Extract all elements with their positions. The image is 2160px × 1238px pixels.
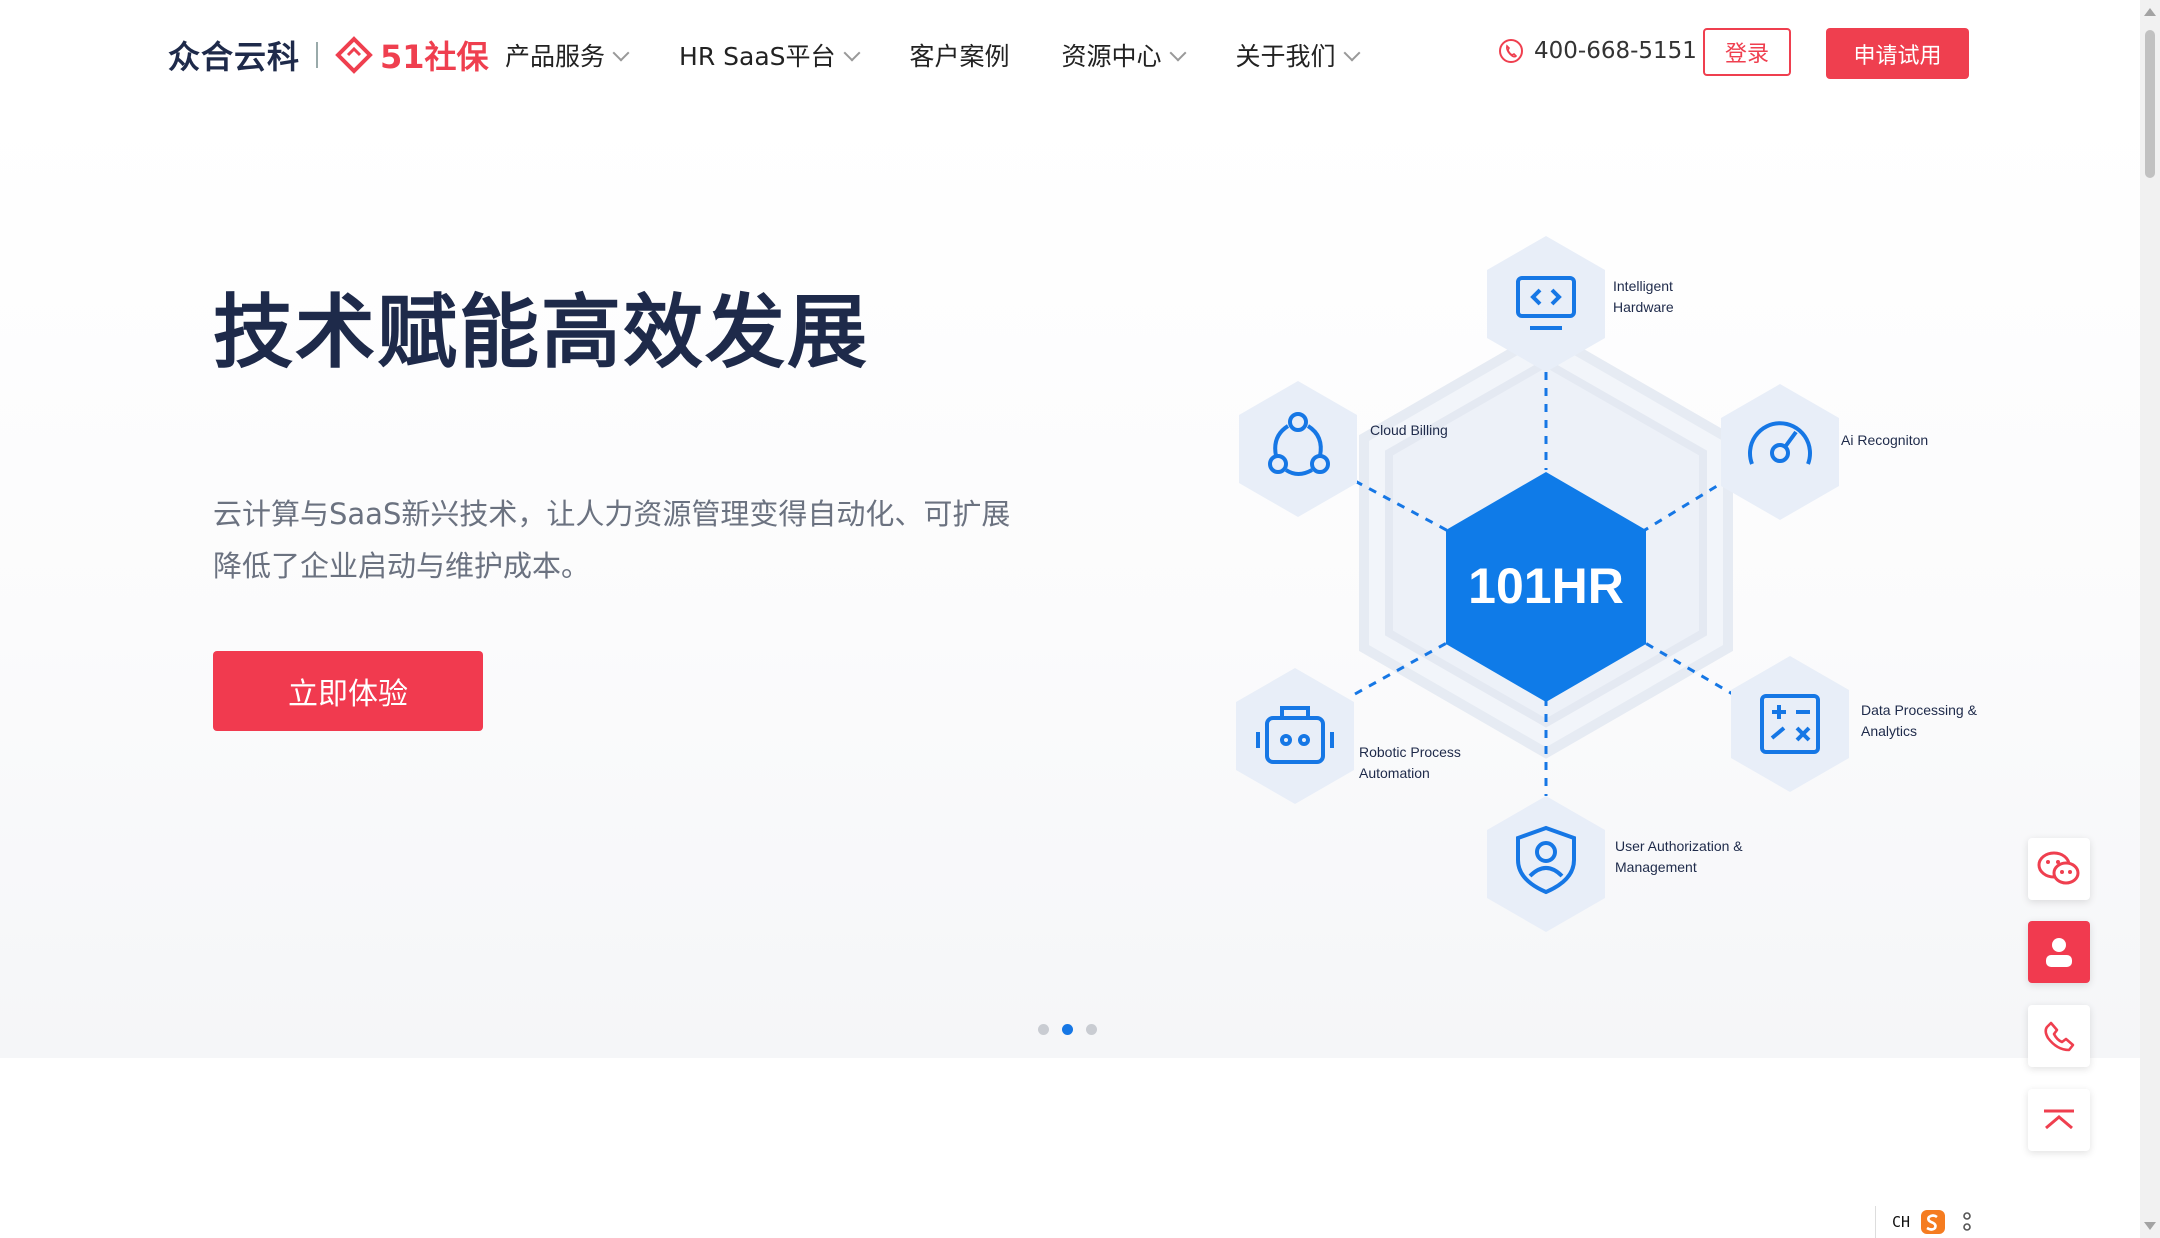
nav-label: HR SaaS平台 [679,42,836,71]
scroll-down-arrow[interactable] [2144,1222,2156,1230]
chevron-down-icon [1169,44,1187,62]
label-robotic: Robotic Process Automation [1359,744,1461,781]
gauge-icon [1748,421,1812,465]
nav-item-cases[interactable]: 客户案例 [910,37,1010,73]
nav-item-products[interactable]: 产品服务 [505,37,630,73]
nav-item-hr-saas[interactable]: HR SaaS平台 [679,37,861,73]
sogou-s-icon [1921,1210,1946,1234]
try-now-button[interactable]: 立即体验 [213,651,483,731]
node-hardware [1487,236,1605,372]
logo-divider [316,42,319,68]
nav-item-about[interactable]: 关于我们 [1235,37,1361,73]
carousel-dot[interactable] [1086,1024,1097,1035]
cloud-share-icon [1268,412,1330,476]
nav-label: 关于我们 [1235,42,1336,71]
carousel-dot-active[interactable] [1062,1024,1073,1035]
label-ai: Ai Recogniton [1841,432,1929,448]
ime-toolbar[interactable]: CH [1875,1206,1984,1238]
scroll-up-arrow[interactable] [2144,8,2156,16]
back-to-top-button[interactable] [2028,1089,2090,1151]
user-service-button[interactable] [2028,921,2090,983]
phone-icon [2044,1021,2075,1052]
diagram-graphic: 101HR [1236,236,1849,932]
scroll-thumb[interactable] [2145,30,2155,178]
user-icon [2046,938,2072,967]
label-data: Data Processing & Analytics [1861,702,1977,739]
wechat-button[interactable] [2028,838,2090,900]
label-billing: Cloud Billing [1370,422,1448,438]
hero-title: 技术赋能高效发展 [213,286,869,379]
node-billing [1239,381,1357,517]
hero-subtitle-line1: 云计算与SaaS新兴技术，让人力资源管理变得自动化、可扩展 [213,497,1011,531]
carousel-dot[interactable] [1038,1024,1049,1035]
chevron-down-icon [1343,44,1361,62]
wechat-icon [2037,851,2080,885]
phone-contact[interactable]: 400-668-5151 [1498,38,1697,64]
hero-subtitle: 云计算与SaaS新兴技术，让人力资源管理变得自动化、可扩展 降低了企业启动与维护… [213,488,1073,592]
back-to-top-icon [2044,1109,2074,1130]
ime-settings-icon [1963,1212,1971,1231]
node-ai [1721,384,1839,520]
brand-mark-icon [335,36,373,74]
shield-user-icon [1516,825,1576,895]
chevron-down-icon [612,44,630,62]
phone-button[interactable] [2028,1005,2090,1067]
robot-icon [1256,706,1334,764]
phone-number: 400-668-5151 [1534,38,1697,64]
nav-item-resources[interactable]: 资源中心 [1061,37,1187,73]
label-user: User Authorization & Management [1615,838,1743,875]
nav-label: 产品服务 [505,42,606,71]
node-data [1731,656,1849,792]
center-hexagon [1446,472,1646,702]
carousel-indicators [1038,1024,1110,1035]
monitor-code-icon [1516,276,1576,330]
label-hardware: Intelligent Hardware [1613,278,1674,315]
platform-diagram: 101HR [1200,220,2000,940]
page-scrollbar[interactable] [2140,0,2160,1238]
calculator-icon [1760,694,1820,754]
ime-language: CH [1892,1213,1911,1231]
node-robotic [1236,668,1354,804]
logo[interactable]: 众合云科 51社保 [168,30,489,80]
brand-primary: 众合云科 [168,38,301,76]
phone-icon [1499,39,1523,63]
chevron-down-icon [843,44,861,62]
center-label: 101HR [1468,558,1624,614]
brand-secondary: 51社保 [380,38,489,76]
nav-label: 资源中心 [1061,42,1162,71]
hero-subtitle-line2: 降低了企业启动与维护成本。 [213,549,591,583]
main-nav: 产品服务 HR SaaS平台 客户案例 资源中心 关于我们 [505,30,1410,80]
site-header: 众合云科 51社保 产品服务 HR SaaS平台 客户案例 资源中心 关于我们 [0,0,2140,110]
apply-trial-button[interactable]: 申请试用 [1826,28,1969,79]
hero-banner [0,110,2140,1058]
nav-label: 客户案例 [909,42,1010,71]
node-user [1487,796,1605,932]
login-button[interactable]: 登录 [1703,28,1791,76]
